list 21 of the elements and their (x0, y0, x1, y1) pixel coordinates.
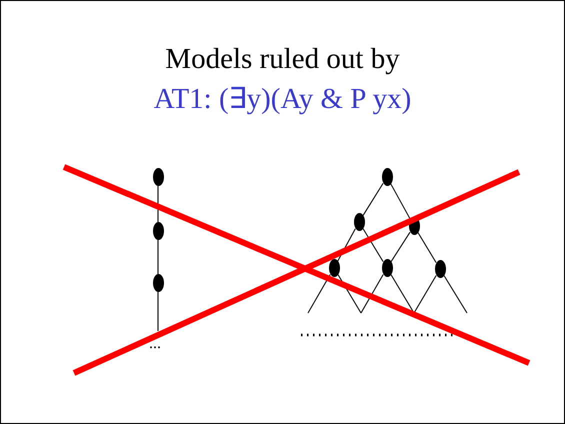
ellipsis-text: ... (149, 335, 161, 353)
point-dot (382, 168, 392, 186)
point-dot (354, 213, 364, 231)
line (390, 183, 411, 220)
line (390, 274, 414, 314)
point-dot (152, 168, 164, 186)
line (308, 274, 331, 314)
formula-text: AT1: (∃y)(Ay & P yx) (154, 82, 412, 116)
line (414, 274, 437, 314)
point-dot (382, 259, 392, 277)
point-dot (152, 222, 164, 240)
line (362, 182, 384, 216)
line (362, 228, 384, 262)
line (417, 232, 437, 264)
point-dot (328, 259, 340, 277)
line (443, 274, 468, 314)
point-dot (152, 274, 164, 292)
point-dot (434, 260, 446, 278)
slide-title: Models ruled out by (165, 43, 400, 76)
line (390, 232, 411, 262)
line (360, 274, 384, 314)
